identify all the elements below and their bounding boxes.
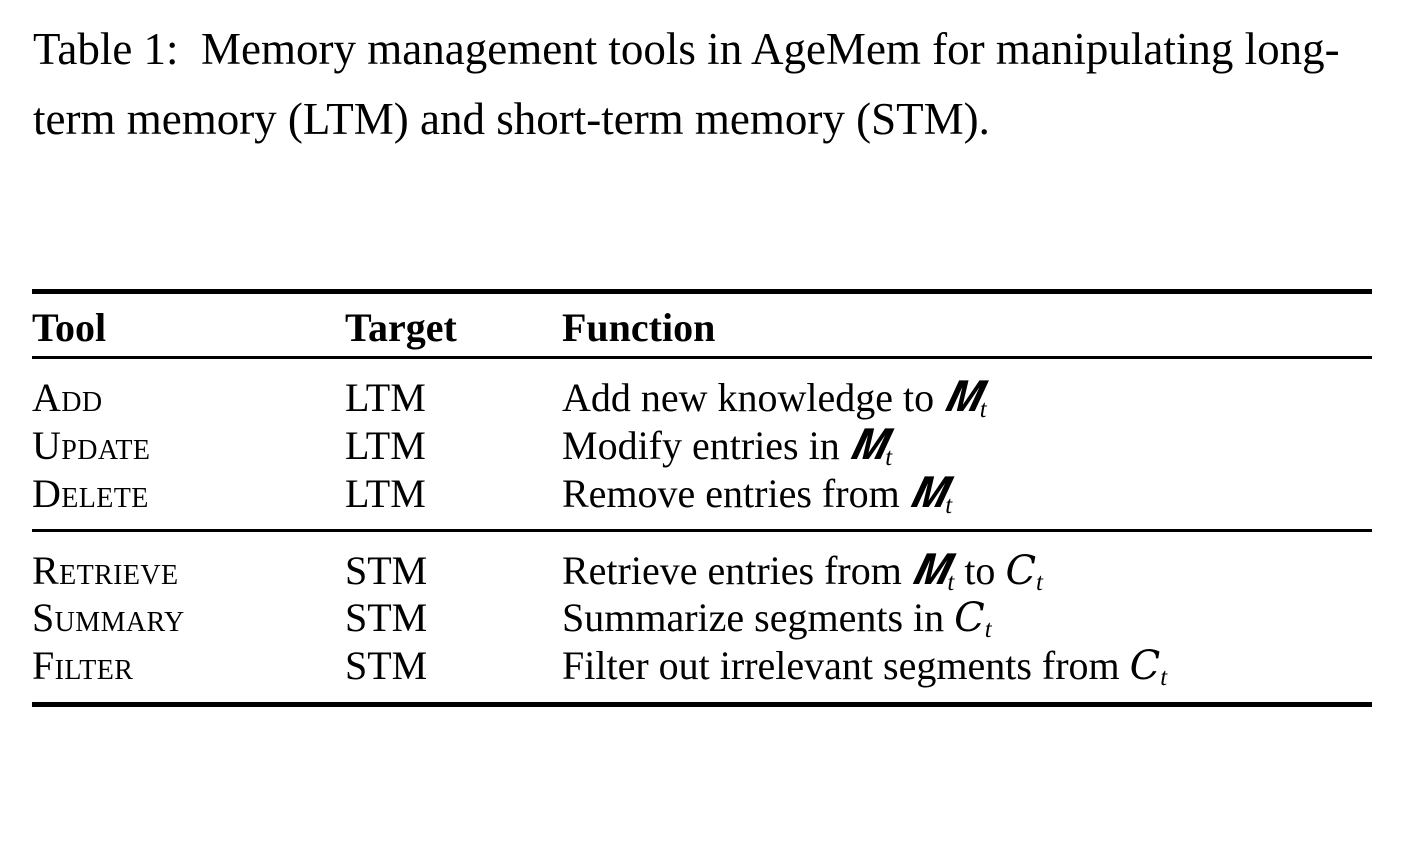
math-symbol-script-m: 𝑴 <box>911 545 949 594</box>
table-row: Delete LTM Remove entries from 𝑴t <box>32 469 1372 520</box>
cell-tool: Retrieve <box>32 548 179 593</box>
table-row: Add LTM Add new knowledge to 𝑴t <box>32 373 1372 424</box>
table-header-row: Tool Target Function <box>32 294 1372 356</box>
math-subscript: t <box>947 569 955 597</box>
math-symbol-script-m: 𝑴 <box>944 372 981 421</box>
math-subscript-2: t <box>1036 569 1043 597</box>
stm-group-spacer-top <box>32 532 1372 546</box>
math-symbol-c: C <box>1129 643 1161 689</box>
cell-target: STM <box>345 595 428 640</box>
function-prefix: Modify entries in <box>562 423 850 468</box>
column-header-function: Function <box>562 305 716 350</box>
math-symbol-c: C <box>1005 548 1037 594</box>
table-row: Retrieve STM Retrieve entries from 𝑴t to… <box>32 546 1372 597</box>
cell-function: Modify entries in 𝑴t <box>562 421 1372 482</box>
cell-function: Summarize segments in Ct <box>562 594 1372 654</box>
cell-tool: Summary <box>32 595 185 640</box>
cell-tool: Update <box>32 423 151 468</box>
cell-function: Retrieve entries from 𝑴t to Ct <box>562 546 1372 607</box>
cell-target: STM <box>345 548 428 593</box>
math-symbol-script-m: 𝑴 <box>909 468 947 517</box>
math-subscript: t <box>1160 664 1168 692</box>
stm-row-group: Retrieve STM Retrieve entries from 𝑴t to… <box>32 532 1372 702</box>
cell-target: LTM <box>345 423 426 468</box>
ltm-row-group: Add LTM Add new knowledge to 𝑴t Update L… <box>32 359 1372 529</box>
cell-tool: Delete <box>32 471 149 516</box>
cell-function: Remove entries from 𝑴t <box>562 469 1372 530</box>
caption-label: Table 1: <box>33 24 179 74</box>
math-subscript: t <box>979 396 987 424</box>
function-prefix: Add new knowledge to <box>562 375 945 420</box>
function-suffix: to <box>954 548 1006 593</box>
column-header-tool: Tool <box>32 305 107 350</box>
math-subscript: t <box>984 616 992 644</box>
cell-function: Filter out irrelevant segments from Ct <box>562 642 1372 702</box>
math-subscript: t <box>945 492 953 520</box>
function-prefix: Retrieve entries from <box>562 548 912 593</box>
table-top-rule <box>32 289 1372 294</box>
memory-tools-table: Tool Target Function Add LTM Add new kno… <box>32 289 1372 707</box>
cell-target: LTM <box>345 471 426 516</box>
ltm-group-spacer-top <box>32 359 1372 373</box>
table-header-rule <box>32 356 1372 359</box>
table-row: Summary STM Summarize segments in Ct <box>32 594 1372 643</box>
table-caption: Table 1: Memory management tools in AgeM… <box>33 14 1363 154</box>
function-prefix: Summarize segments in <box>562 595 955 640</box>
cell-tool: Add <box>32 375 103 420</box>
function-prefix: Filter out irrelevant segments from <box>562 643 1130 688</box>
cell-target: STM <box>345 643 428 688</box>
table-row: Filter STM Filter out irrelevant segment… <box>32 642 1372 691</box>
math-symbol-script-m: 𝑴 <box>849 420 887 469</box>
table-group-separator-rule <box>32 529 1372 532</box>
column-header-target: Target <box>345 305 457 350</box>
math-symbol-c: C <box>954 595 985 641</box>
cell-function: Add new knowledge to 𝑴t <box>562 373 1372 434</box>
function-prefix: Remove entries from <box>562 471 910 516</box>
cell-tool: Filter <box>32 643 134 688</box>
cell-target: LTM <box>345 375 426 420</box>
caption-spacer <box>179 24 202 74</box>
caption-text: Memory management tools in AgeMem for ma… <box>33 24 1340 144</box>
table-row: Update LTM Modify entries in 𝑴t <box>32 421 1372 472</box>
table-bottom-rule <box>32 702 1372 707</box>
math-subscript: t <box>885 444 893 472</box>
